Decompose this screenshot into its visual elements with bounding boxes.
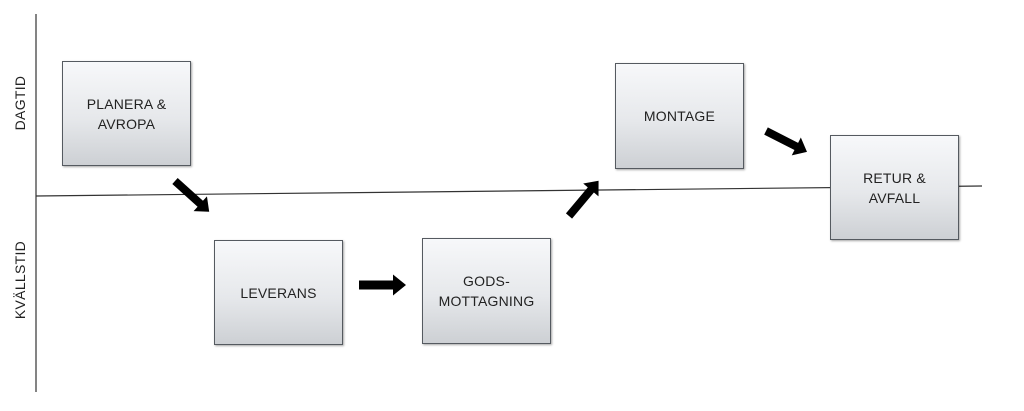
- box-label: LEVERANS: [240, 284, 317, 301]
- box-planera-avropa: PLANERA & AVROPA: [62, 61, 191, 166]
- box-label: MONTAGE: [643, 108, 716, 124]
- arrow-leverans-to-godsmottagning: [359, 274, 406, 296]
- arrow-godsmottagning-to-montage: [565, 180, 599, 219]
- box-montage: MONTAGE: [615, 63, 744, 169]
- box-label: PLANERA & AVROPA: [86, 95, 167, 132]
- box-label: GODS- MOTTAGNING: [438, 273, 535, 309]
- box-retur-avfall: RETUR & AVFALL: [830, 135, 959, 240]
- arrow-planera-to-leverans: [172, 178, 210, 212]
- box-leverans: LEVERANS: [214, 240, 343, 345]
- arrow-montage-to-retur: [764, 127, 807, 156]
- box-label: RETUR & AVFALL: [863, 169, 926, 206]
- box-godsmottagning: GODS- MOTTAGNING: [422, 238, 551, 344]
